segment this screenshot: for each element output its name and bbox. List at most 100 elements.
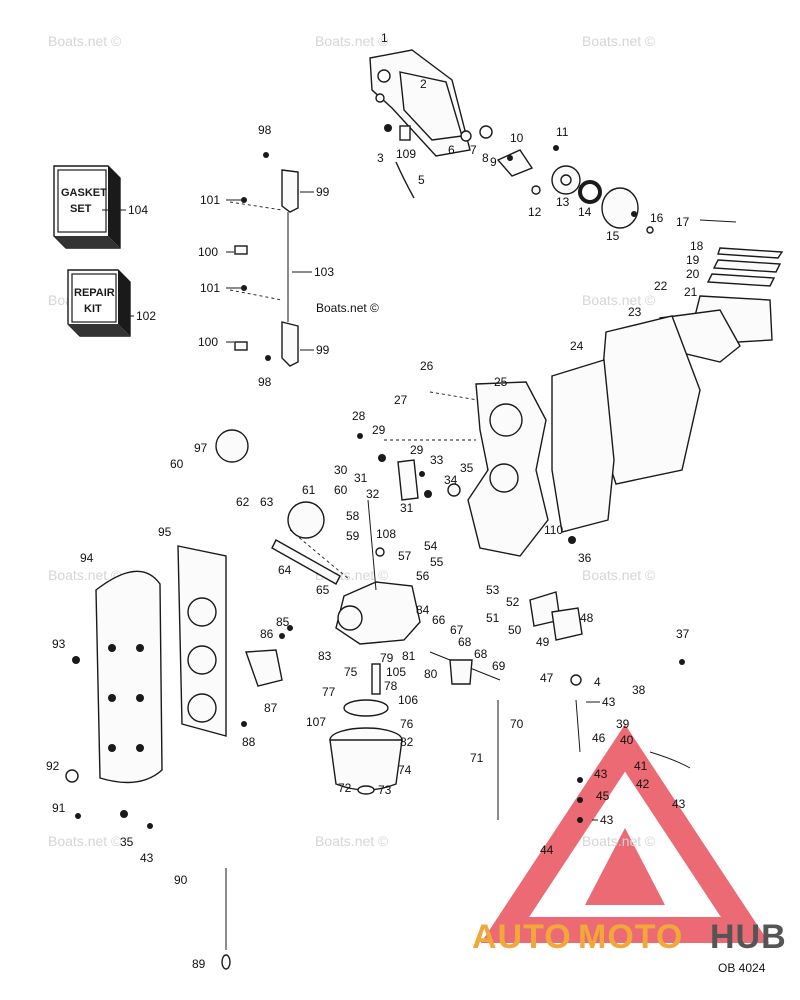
part-label-20: 20 xyxy=(686,267,700,281)
part-label-58: 58 xyxy=(346,509,360,523)
part-label-60: 60 xyxy=(170,457,184,471)
part-label-82: 82 xyxy=(400,735,414,749)
part-label-69: 69 xyxy=(492,659,506,673)
part-label-6: 6 xyxy=(448,143,455,157)
part-label-16: 16 xyxy=(650,211,664,225)
reed-plate-assembly xyxy=(551,219,784,533)
repair-kit-text-line1: REPAIR xyxy=(74,287,115,299)
repair-kit-box: REPAIR KIT xyxy=(67,269,131,337)
watermark: Boats.net © xyxy=(582,292,656,308)
part-label-95: 95 xyxy=(158,525,172,539)
watermark: Boats.net © xyxy=(48,833,122,849)
part-label-32: 32 xyxy=(366,487,380,501)
part-label-107: 107 xyxy=(306,715,326,729)
part-label-72: 72 xyxy=(338,781,352,795)
small-fasteners xyxy=(65,656,247,970)
part-label-99b: 99 xyxy=(316,343,330,357)
part-label-49: 49 xyxy=(536,635,550,649)
part-label-2: 2 xyxy=(420,77,427,91)
part-label-28: 28 xyxy=(352,409,366,423)
part-label-23: 23 xyxy=(628,305,642,319)
part-label-70: 70 xyxy=(510,717,524,731)
part-label-29b: 29 xyxy=(410,443,424,457)
part-label-98a: 98 xyxy=(258,123,272,137)
part-label-48: 48 xyxy=(580,611,594,625)
part-label-75: 75 xyxy=(344,665,358,679)
part-label-29: 29 xyxy=(372,423,386,437)
part-label-54: 54 xyxy=(424,539,438,553)
part-label-33: 33 xyxy=(430,453,444,467)
part-label-7: 7 xyxy=(470,143,477,157)
part-label-100b: 100 xyxy=(198,335,218,349)
gasket-set-text-line2: SET xyxy=(70,203,92,215)
part-label-43e: 43 xyxy=(140,851,154,865)
part-label-37: 37 xyxy=(676,627,690,641)
watermark: Boats.net © xyxy=(48,567,122,583)
gasket-set-box: GASKET SET xyxy=(53,165,121,249)
part-label-41: 41 xyxy=(634,759,648,773)
part-label-68b: 68 xyxy=(474,647,488,661)
part-label-3: 3 xyxy=(377,151,384,165)
part-label-77: 77 xyxy=(322,685,336,699)
part-label-71: 71 xyxy=(470,751,484,765)
throttle-linkage-assembly xyxy=(429,591,691,823)
part-label-89: 89 xyxy=(192,957,206,971)
part-label-10: 10 xyxy=(510,131,524,145)
part-label-88: 88 xyxy=(242,735,256,749)
part-label-76: 76 xyxy=(400,717,414,731)
repair-kit-text-line2: KIT xyxy=(84,303,102,315)
logo-text-auto: AUTO xyxy=(472,918,572,956)
watermark: Boats.net © xyxy=(315,833,389,849)
part-label-46: 46 xyxy=(592,731,606,745)
part-label-65: 65 xyxy=(316,583,330,597)
part-label-45: 45 xyxy=(596,789,610,803)
part-label-100a: 100 xyxy=(198,245,218,259)
silencer-base-gasket xyxy=(177,545,227,737)
part-label-64: 64 xyxy=(278,563,292,577)
part-label-14: 14 xyxy=(578,205,592,219)
part-label-92: 92 xyxy=(46,759,60,773)
part-label-99a: 99 xyxy=(316,185,330,199)
part-label-62: 62 xyxy=(236,495,250,509)
automotohub-logo: AUTO MOTO HUB xyxy=(472,918,786,956)
part-label-101a: 101 xyxy=(200,193,220,207)
part-label-42: 42 xyxy=(636,777,650,791)
float-bowl xyxy=(329,663,403,795)
part-label-47: 47 xyxy=(540,671,554,685)
part-label-86: 86 xyxy=(260,627,274,641)
part-label-98b: 98 xyxy=(258,375,272,389)
intake-manifold-assembly xyxy=(357,381,576,557)
part-label-43c: 43 xyxy=(672,797,686,811)
part-label-105: 105 xyxy=(386,665,406,679)
part-label-18: 18 xyxy=(690,239,704,253)
part-label-50: 50 xyxy=(508,623,522,637)
part-label-11: 11 xyxy=(556,125,569,139)
part-label-93: 93 xyxy=(52,637,66,651)
gasket-set-text-line1: GASKET xyxy=(61,187,107,199)
part-label-31b: 31 xyxy=(400,501,414,515)
linkage-assembly xyxy=(229,152,299,367)
part-label-80: 80 xyxy=(424,667,438,681)
leader-lines xyxy=(102,191,600,821)
part-label-21: 21 xyxy=(684,285,698,299)
part-label-13: 13 xyxy=(556,195,570,209)
diagram-code: OB 4024 xyxy=(718,961,766,975)
part-label-60b: 60 xyxy=(334,483,348,497)
watermark: Boats.net © xyxy=(582,567,656,583)
watermark: Boats.net © xyxy=(582,33,656,49)
part-label-78: 78 xyxy=(384,679,398,693)
part-label-40: 40 xyxy=(620,733,634,747)
part-label-79: 79 xyxy=(380,651,394,665)
part-label-90: 90 xyxy=(174,873,188,887)
part-label-61: 61 xyxy=(302,483,316,497)
watermark: Boats.net © xyxy=(315,33,389,49)
part-label-85: 85 xyxy=(276,615,290,629)
part-label-63: 63 xyxy=(260,495,274,509)
part-label-8: 8 xyxy=(482,151,489,165)
part-label-57: 57 xyxy=(398,549,412,563)
part-label-103: 103 xyxy=(314,265,334,279)
part-label-15: 15 xyxy=(606,229,620,243)
part-label-73: 73 xyxy=(378,783,392,797)
part-label-59: 59 xyxy=(346,529,360,543)
watermark: Boats.net © xyxy=(316,301,379,315)
